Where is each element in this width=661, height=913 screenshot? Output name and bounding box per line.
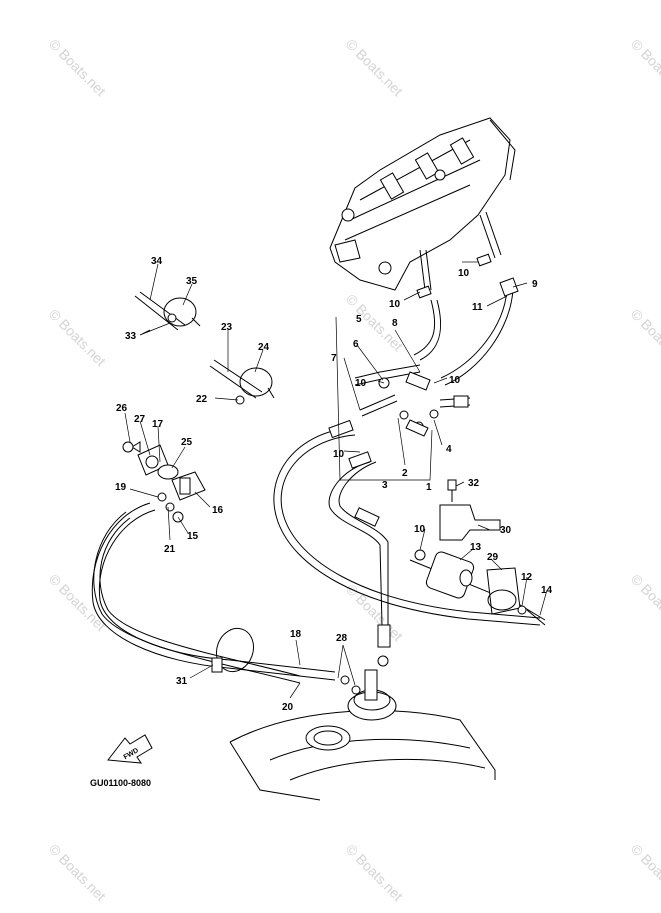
callout-13: 13 [470,542,482,553]
callout-27: 27 [134,414,146,425]
callout-22: 22 [196,394,208,405]
callout-17: 17 [152,419,164,430]
callout-29: 29 [487,552,499,563]
callout-11: 11 [472,302,483,313]
callout-28: 28 [336,633,348,644]
watermark: © Boats.net [628,571,661,634]
part-callouts: 1 2 3 4 5 6 7 8 9 10 10 10 10 10 10 11 1… [115,256,553,713]
fuel-filter-assembly-drawing [414,479,546,626]
callout-9: 9 [532,279,538,290]
callout-32: 32 [468,478,480,489]
callout-5: 5 [356,314,362,325]
watermark: © Boats.net [628,306,661,369]
callout-21: 21 [164,544,176,555]
callout-23: 23 [221,322,233,333]
fuel-tank-drawing [229,669,496,801]
leader-lines [124,261,548,699]
fuel-cock-assembly-drawing [91,291,336,684]
watermark: © Boats.net [628,36,661,99]
callout-33: 33 [125,331,137,342]
callout-30: 30 [500,525,512,536]
callout-10e: 10 [333,449,345,460]
watermark: © Boats.net [628,841,661,904]
fwd-arrow-icon: FWD [107,734,153,764]
callout-24: 24 [258,342,270,353]
callout-31: 31 [176,676,188,687]
callout-2: 2 [402,468,408,479]
callout-7: 7 [331,353,337,364]
watermark: © Boats.net [46,841,109,904]
watermark: © Boats.net [46,306,109,369]
callout-10c: 10 [449,375,461,386]
callout-19: 19 [115,482,127,493]
engine-block-drawing [329,117,516,291]
diagram-code: GU01100-8080 [90,778,151,788]
callout-25: 25 [181,437,193,448]
callout-15: 15 [187,531,199,542]
callout-14: 14 [541,585,553,596]
callout-10a: 10 [458,268,470,279]
callout-26: 26 [116,403,128,414]
callout-6: 6 [353,339,359,350]
callout-20: 20 [282,702,294,713]
callout-4: 4 [446,444,452,455]
callout-8: 8 [392,318,398,329]
callout-10f: 10 [414,524,426,535]
callout-3: 3 [382,480,388,491]
callout-10d: 10 [355,378,367,389]
watermark-group: © Boats.net © Boats.net © Boats.net © Bo… [46,36,661,904]
callout-12: 12 [521,572,533,583]
callout-34: 34 [151,256,163,267]
callout-1: 1 [426,482,432,493]
callout-35: 35 [186,276,198,287]
watermark: © Boats.net [46,36,109,99]
watermark: © Boats.net [343,841,406,904]
callout-16: 16 [212,505,224,516]
callout-18: 18 [290,629,302,640]
watermark: © Boats.net [343,36,406,99]
callout-10b: 10 [389,299,401,310]
